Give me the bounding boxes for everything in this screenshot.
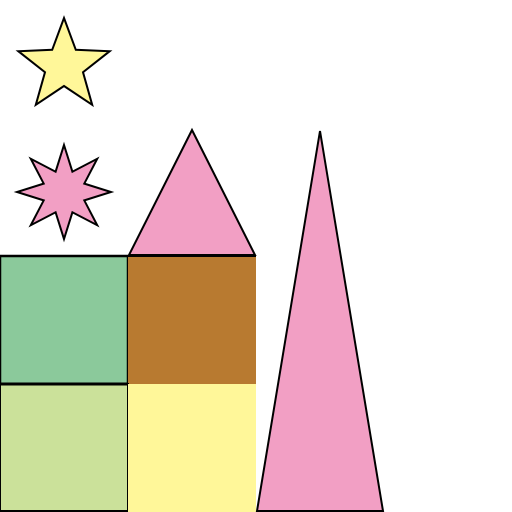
- brown-square: [128, 256, 256, 384]
- pink-eight-point-star: [13, 141, 115, 243]
- pink-tall-triangle: [255, 130, 385, 512]
- light-green-square: [0, 383, 129, 512]
- pink-small-triangle: [127, 127, 257, 256]
- green-square: [0, 254, 130, 386]
- yellow-five-point-star: [15, 15, 113, 108]
- yellow-square: [128, 384, 256, 512]
